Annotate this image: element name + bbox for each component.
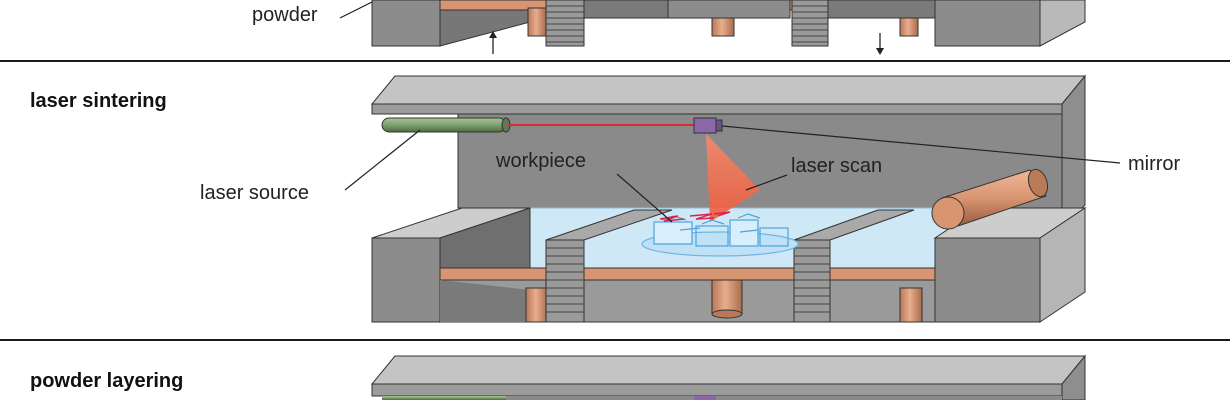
top-right-ladder — [791, 0, 829, 47]
down-arrow-icon — [876, 33, 884, 55]
section-divider-top — [0, 60, 1230, 62]
right-ladder-divider — [793, 209, 915, 323]
section-divider-bottom — [0, 339, 1230, 341]
laser-sintering-machine — [344, 74, 1121, 323]
laser-source-leader — [344, 129, 421, 191]
mirror — [693, 117, 723, 134]
powder-layering-title: powder layering — [30, 370, 184, 392]
left-ladder-divider — [545, 209, 673, 323]
workpiece-label: workpiece — [496, 150, 587, 172]
up-arrow-icon — [489, 31, 497, 54]
workpiece — [641, 213, 799, 257]
mirror-label: mirror — [1128, 153, 1181, 175]
laser-source — [381, 117, 511, 133]
top-machine-partial — [339, 0, 1086, 47]
top-left-ladder — [545, 0, 585, 47]
laser-scan-leader — [745, 174, 788, 191]
laser-scan-cone — [706, 134, 760, 222]
laser-sintering-title: laser sintering — [30, 90, 167, 112]
powder-roller — [931, 168, 1049, 230]
powder-label: powder — [252, 4, 318, 26]
mirror-leader — [721, 125, 1121, 164]
sintered-traces — [659, 211, 731, 222]
laser-scan-label: laser scan — [791, 155, 883, 177]
workpiece-leader — [616, 173, 673, 223]
laser-source-label: laser source — [200, 182, 309, 204]
powder-layering-machine-partial — [370, 354, 1087, 401]
